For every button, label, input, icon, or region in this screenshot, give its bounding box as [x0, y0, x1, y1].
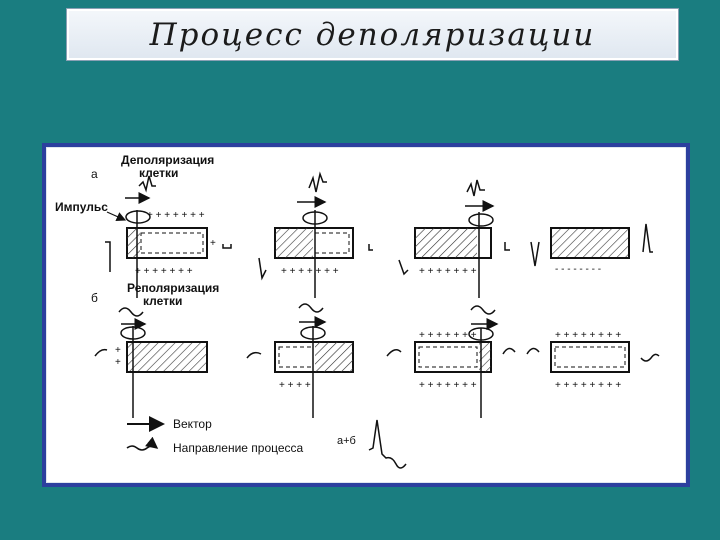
ecg-sum-curve: [368, 419, 407, 469]
charge-left-b1: +: [115, 345, 121, 356]
legend-vector-label: Вектор: [173, 417, 212, 431]
ecg-b4-left: [526, 347, 540, 355]
cell-a2: + + + + + + +: [258, 171, 373, 298]
cell-b1: + +: [94, 307, 208, 418]
page-title: Процесс деполяризации: [149, 16, 596, 53]
cell-inner-b4: [554, 346, 626, 368]
cell-inner-a2: [314, 232, 350, 254]
charge-top-b4: + + + + + + + +: [555, 330, 621, 341]
electrode-a1: [125, 210, 151, 224]
title-banner: Процесс деполяризации: [66, 8, 679, 61]
ecg-a2-right: [368, 244, 373, 251]
ecg-a1-right: [222, 244, 232, 249]
figure-panel: а Деполяризация клетки Импульс + + + + +…: [46, 147, 686, 483]
charge-bottom-a2: + + + + + + +: [281, 266, 339, 277]
cell-membrane-b4: [550, 341, 630, 373]
legend: Вектор Направление процесса а+б: [126, 416, 407, 469]
electrode-a3: [468, 213, 494, 227]
repolarization-title: Реполяризация: [127, 281, 219, 295]
ecg-a1-left: [105, 241, 111, 272]
ecg-b2-left: [246, 351, 262, 359]
cell-a1: + + + + + + + + + + + + + + +: [105, 175, 232, 298]
cell-membrane-a4: [550, 227, 630, 259]
charge-left2-b1: +: [115, 357, 121, 368]
ecg-a4-left: [530, 241, 540, 267]
legend-direction-label: Направление процесса: [173, 441, 304, 455]
hatched-zone-b2: [315, 342, 353, 372]
wave-b3: [470, 305, 496, 315]
label-a: а: [91, 167, 98, 181]
hatched-zone-a2: [275, 228, 313, 258]
ecg-a2-left: [258, 257, 267, 281]
hatched-zone-a1: [127, 228, 140, 258]
cell-inner-b2: [278, 346, 314, 368]
cell-inner-a1: [140, 232, 204, 254]
ecg-b3-right: [502, 347, 516, 355]
charge-top-b3: + + + + + + +: [419, 330, 477, 341]
figure-frame: а Деполяризация клетки Импульс + + + + +…: [42, 143, 690, 487]
depolarization-diagram: а Деполяризация клетки Импульс + + + + +…: [55, 153, 660, 469]
depolarization-title: Деполяризация: [121, 153, 214, 167]
cell-b2: + + + +: [246, 303, 354, 418]
ecg-a3-right: [504, 242, 510, 251]
charge-side-a1: +: [210, 238, 216, 249]
cell-a4: - - - - - - - -: [530, 223, 653, 275]
charge-bottom-b2: + + + +: [279, 380, 311, 391]
charge-bottom-b4: + + + + + + + +: [555, 380, 621, 391]
wave-b2: [298, 303, 324, 313]
wave-b1: [118, 307, 144, 317]
hatched-zone-a3: [415, 228, 477, 258]
cell-a3: + + + + + + +: [398, 179, 510, 298]
ecg-a4-right: [642, 223, 653, 253]
legend-direction-arrow: [126, 436, 159, 451]
ecg-b1-left: [94, 348, 108, 357]
depolarization-subtitle: клетки: [139, 166, 178, 180]
cell-b4: + + + + + + + + + + + + + + + +: [526, 330, 660, 391]
charge-bottom-b3: + + + + + + +: [419, 380, 477, 391]
charge-bottom-a3: + + + + + + +: [419, 266, 477, 277]
impulse-label: Импульс: [55, 200, 108, 214]
cell-membrane-b1: [126, 341, 208, 373]
wave-a1: [138, 175, 156, 193]
ecg-b4-right: [640, 353, 660, 362]
cell-inner-b3: [418, 346, 478, 368]
cell-b3: + + + + + + + + + + + + + +: [386, 305, 516, 418]
ecg-a3-left: [398, 259, 409, 276]
charge-bottom-a1: + + + + + + +: [135, 266, 193, 277]
wave-a3: [466, 179, 485, 197]
wave-a2: [308, 171, 327, 193]
ecg-b3-left: [386, 349, 402, 357]
charge-bottom-a4: - - - - - - - -: [555, 264, 601, 275]
sum-label: а+б: [337, 435, 356, 447]
label-b: б: [91, 291, 98, 305]
hatched-zone-b3: [479, 342, 491, 372]
charge-top-a1: + + + + + + +: [147, 210, 205, 221]
repolarization-subtitle: клетки: [143, 294, 182, 308]
impulse-arrow: [106, 211, 127, 221]
